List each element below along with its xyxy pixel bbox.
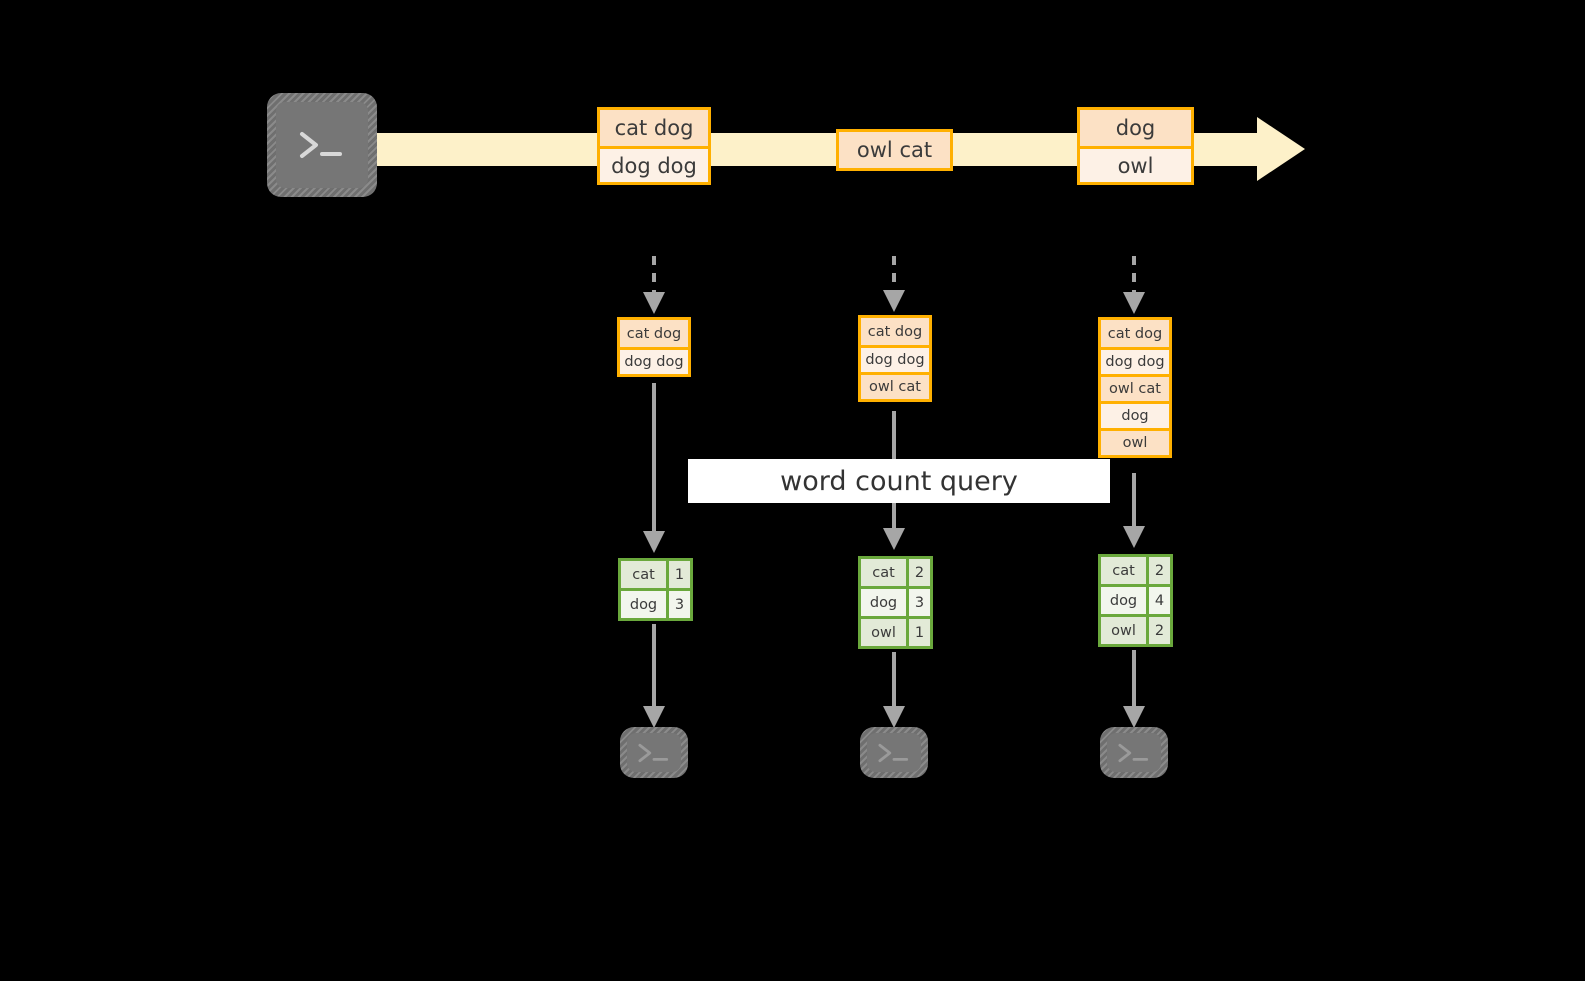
snapshot-1-sink-arrowhead [643, 706, 665, 728]
result-word: dog [621, 591, 666, 618]
result-word: cat [1101, 557, 1146, 584]
result-word: dog [1101, 587, 1146, 614]
result-word: cat [621, 561, 666, 588]
stream-message-line: owl [1080, 146, 1191, 182]
accumulated-line: dog dog [620, 347, 688, 374]
accumulated-line: owl cat [861, 372, 929, 399]
accumulated-line: cat dog [620, 320, 688, 347]
accumulated-line: cat dog [1101, 320, 1169, 347]
snapshot-1-query-connector [652, 383, 656, 531]
snapshot-3-accumulated-box[interactable]: cat dog dog dog owl cat dog owl [1098, 317, 1172, 458]
result-count: 3 [666, 591, 690, 618]
stream-arrowhead [1257, 117, 1305, 181]
stream-message-line: owl cat [839, 132, 950, 168]
snapshot-2-accumulated-box[interactable]: cat dog dog dog owl cat [858, 315, 932, 402]
snapshot-2-sink-connector [892, 652, 896, 706]
accumulated-line: dog dog [1101, 347, 1169, 374]
accumulated-line: owl [1101, 428, 1169, 455]
terminal-prompt-icon [878, 743, 909, 762]
accumulated-line: dog [1101, 401, 1169, 428]
snapshot-2-sink-arrowhead [883, 706, 905, 728]
snapshot-1-sink-terminal-icon[interactable] [620, 727, 688, 778]
snapshot-3-sink-connector [1132, 650, 1136, 706]
result-count: 2 [906, 559, 930, 586]
stream-message-line: dog [1080, 110, 1191, 146]
snapshot-1-result-table[interactable]: cat 1 dog 3 [618, 558, 693, 621]
accumulated-line: owl cat [1101, 374, 1169, 401]
stream-message-3[interactable]: dog owl [1077, 107, 1194, 185]
snapshot-2-result-table[interactable]: cat 2 dog 3 owl 1 [858, 556, 933, 649]
terminal-prompt-icon [638, 743, 669, 762]
accumulated-line: dog dog [861, 345, 929, 372]
snapshot-3-query-arrowhead [1123, 526, 1145, 548]
result-row: dog 3 [621, 588, 690, 618]
result-count: 1 [906, 619, 930, 646]
result-count: 2 [1146, 557, 1170, 584]
terminal-prompt-icon [1118, 743, 1149, 762]
result-row: dog 3 [861, 586, 930, 616]
result-word: dog [861, 589, 906, 616]
terminal-prompt-icon [300, 132, 342, 158]
stream-message-1[interactable]: cat dog dog dog [597, 107, 711, 185]
result-row: cat 1 [621, 561, 690, 588]
snapshot-3-query-connector [1132, 473, 1136, 526]
accumulated-line: cat dog [861, 318, 929, 345]
snapshot-1-query-arrowhead [643, 531, 665, 553]
result-word: cat [861, 559, 906, 586]
result-word: owl [861, 619, 906, 646]
result-count: 1 [666, 561, 690, 588]
snapshot-1-sink-connector [652, 624, 656, 706]
snapshot-2-dashed-arrowhead [883, 290, 905, 312]
result-row: dog 4 [1101, 584, 1170, 614]
result-count: 2 [1146, 617, 1170, 644]
snapshot-3-sink-terminal-icon[interactable] [1100, 727, 1168, 778]
snapshot-1-dashed-connector [652, 256, 656, 292]
result-row: owl 2 [1101, 614, 1170, 644]
result-word: owl [1101, 617, 1146, 644]
stream-message-line: cat dog [600, 110, 708, 146]
result-row: cat 2 [861, 559, 930, 586]
result-count: 4 [1146, 587, 1170, 614]
snapshot-3-dashed-arrowhead [1123, 292, 1145, 314]
stream-message-line: dog dog [600, 146, 708, 182]
query-label-banner: word count query [688, 459, 1110, 503]
snapshot-3-sink-arrowhead [1123, 706, 1145, 728]
result-row: cat 2 [1101, 557, 1170, 584]
result-row: owl 1 [861, 616, 930, 646]
query-label-text: word count query [780, 465, 1018, 497]
source-terminal-icon[interactable] [267, 93, 377, 197]
snapshot-2-query-arrowhead [883, 528, 905, 550]
snapshot-3-result-table[interactable]: cat 2 dog 4 owl 2 [1098, 554, 1173, 647]
snapshot-2-dashed-connector [892, 256, 896, 290]
snapshot-1-dashed-arrowhead [643, 292, 665, 314]
stream-message-2[interactable]: owl cat [836, 129, 953, 171]
snapshot-3-dashed-connector [1132, 256, 1136, 292]
snapshot-2-sink-terminal-icon[interactable] [860, 727, 928, 778]
result-count: 3 [906, 589, 930, 616]
snapshot-1-accumulated-box[interactable]: cat dog dog dog [617, 317, 691, 377]
